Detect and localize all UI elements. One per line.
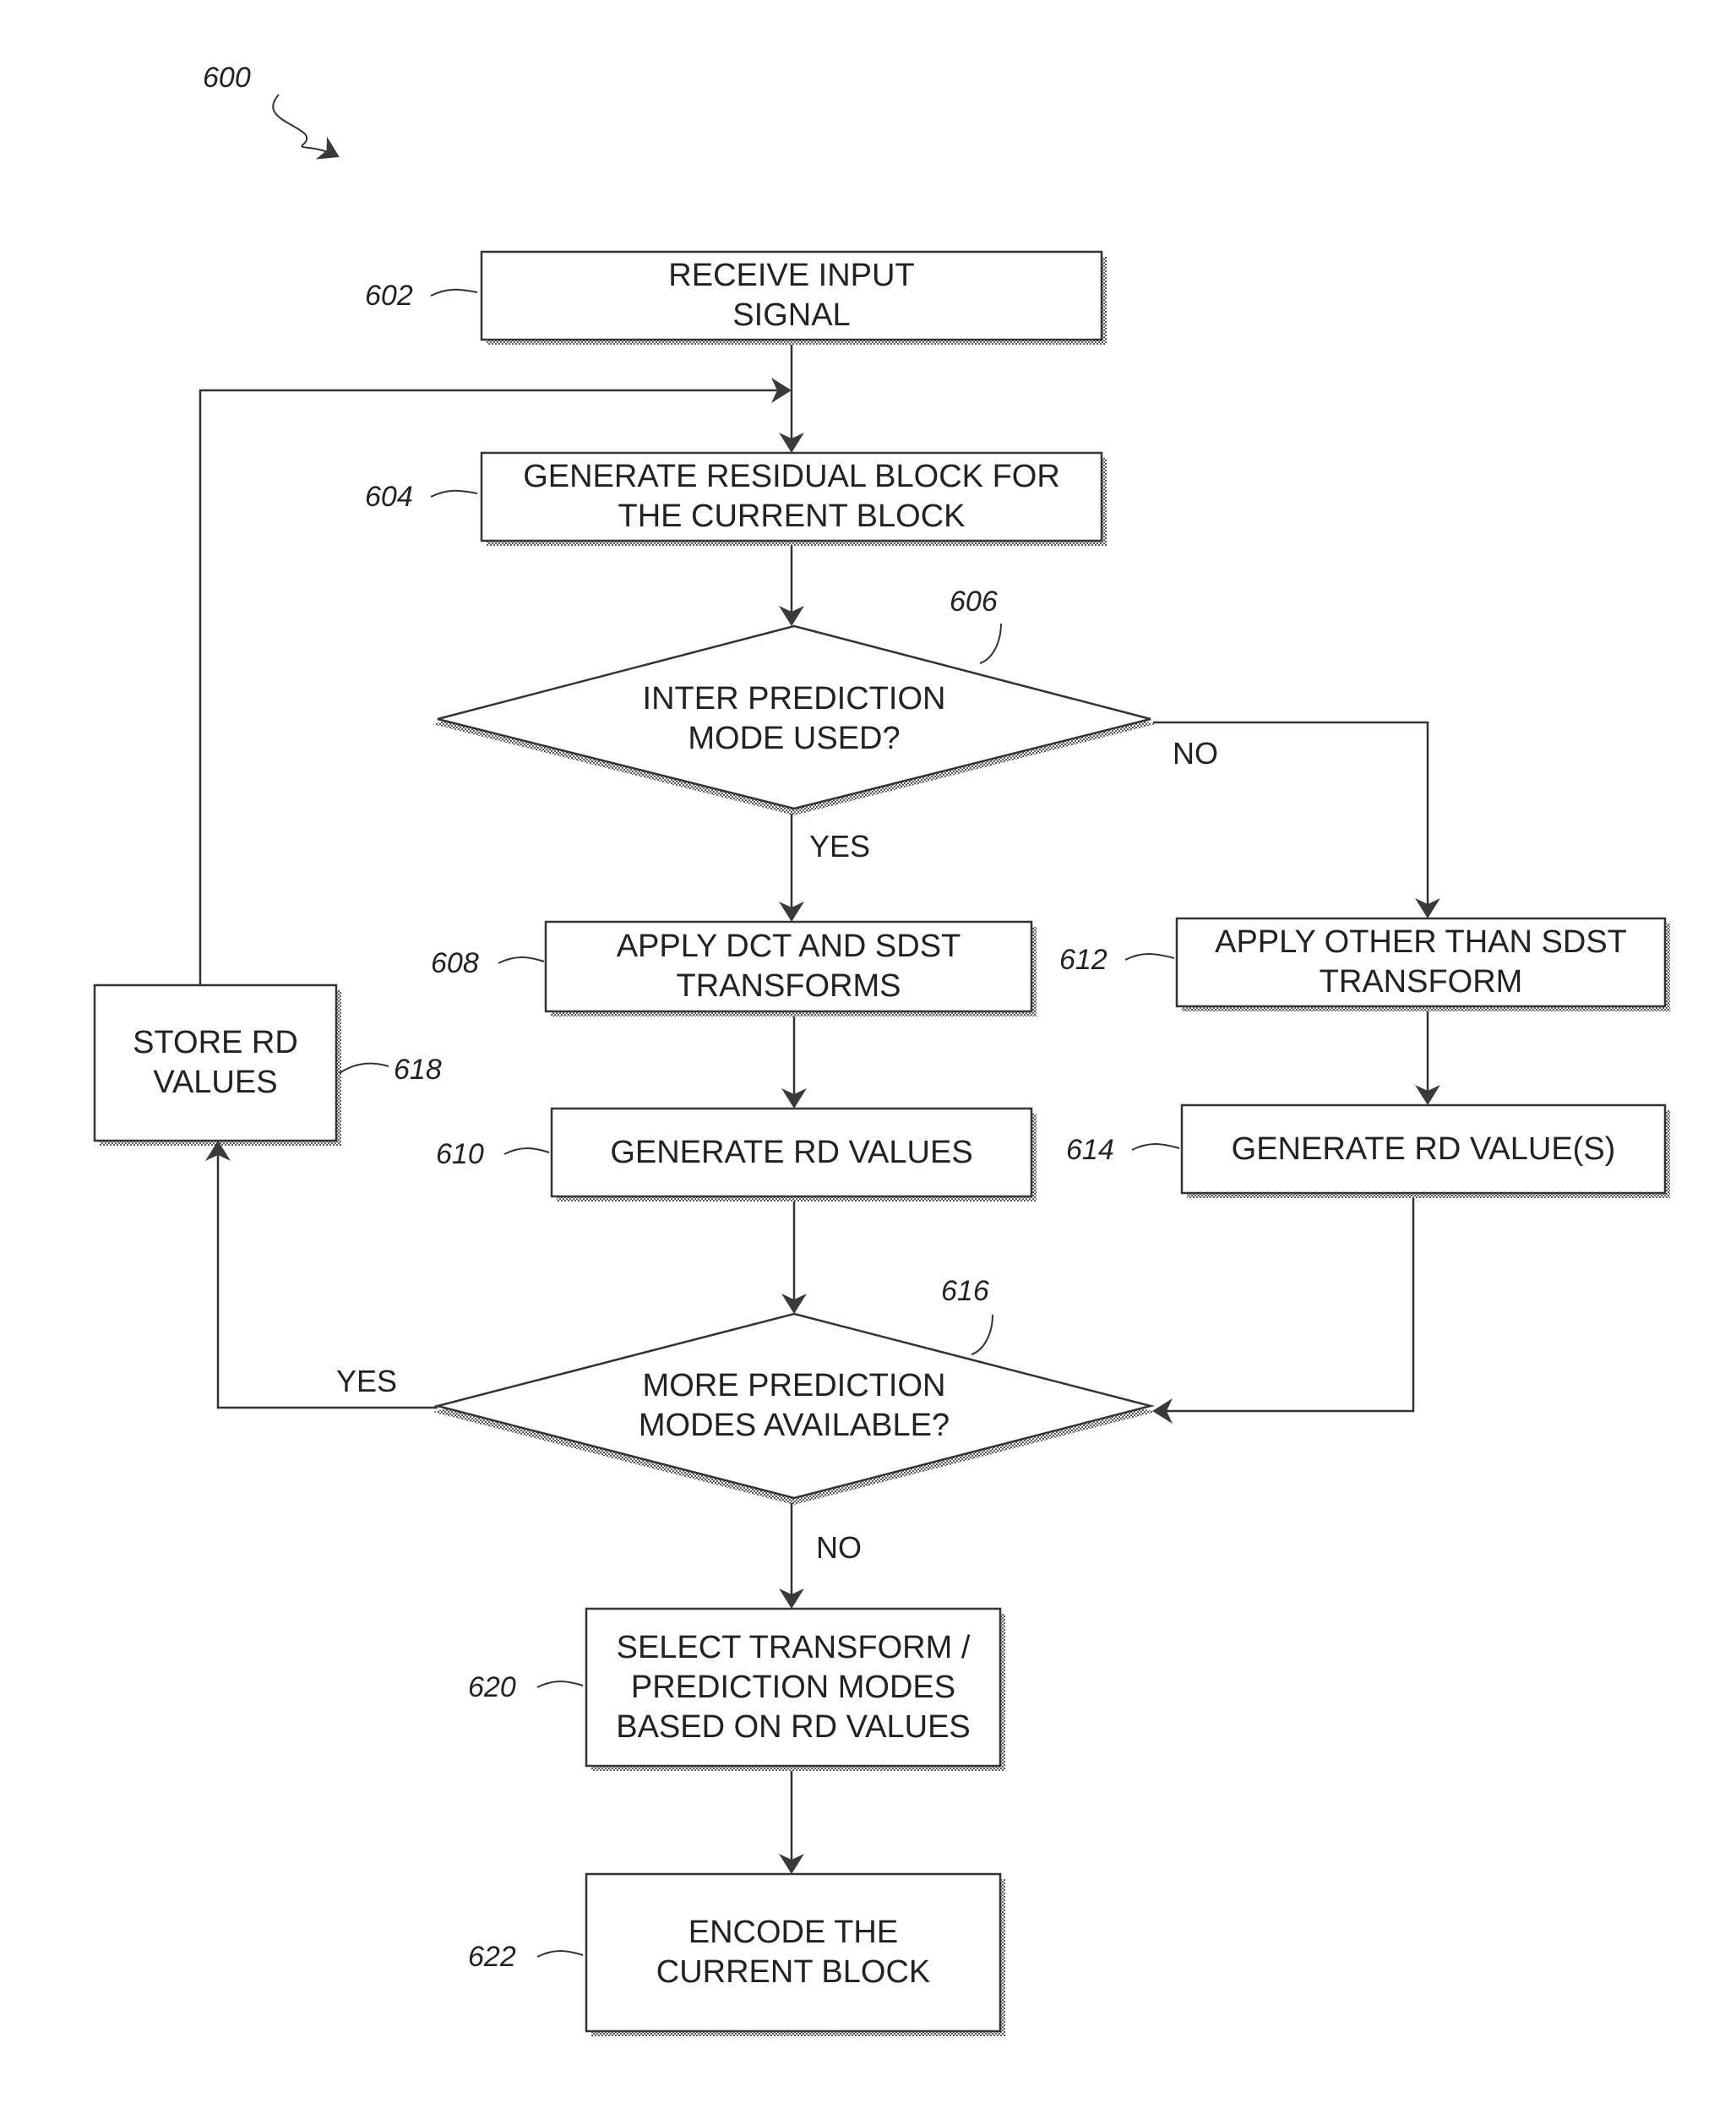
node-620-line-1: SELECT TRANSFORM / (617, 1628, 971, 1668)
arrow-616-yes-to-618 (218, 1142, 438, 1408)
node-612-line-2: TRANSFORM (1320, 962, 1523, 1002)
branch-616-no: NO (816, 1531, 862, 1565)
node-608-line-1: APPLY DCT AND SDST (617, 927, 961, 967)
node-606-label: INTER PREDICTION MODE USED? (541, 672, 1048, 766)
leader-604 (431, 491, 477, 497)
figure-number: 600 (203, 61, 251, 95)
node-608-line-2: TRANSFORMS (677, 967, 901, 1006)
node-620-line-3: BASED ON RD VALUES (616, 1708, 971, 1747)
ref-606: 606 (950, 585, 998, 618)
branch-606-yes: YES (809, 830, 870, 864)
leader-608 (498, 957, 544, 963)
node-622-line-2: CURRENT BLOCK (656, 1953, 930, 1992)
node-616-line-1: MORE PREDICTION (643, 1366, 946, 1406)
ref-618: 618 (394, 1053, 442, 1087)
node-604-line-1: GENERATE RESIDUAL BLOCK FOR (523, 457, 1060, 497)
node-618-line-1: STORE RD (133, 1023, 298, 1063)
ref-608: 608 (431, 946, 479, 980)
ref-604: 604 (365, 480, 413, 514)
node-612-line-1: APPLY OTHER THAN SDST (1215, 923, 1627, 962)
node-620-line-2: PREDICTION MODES (631, 1668, 955, 1708)
leader-612 (1125, 954, 1174, 960)
node-616-line-2: MODES AVAILABLE? (639, 1406, 950, 1446)
leader-600 (273, 95, 338, 156)
branch-616-yes: YES (336, 1365, 397, 1398)
node-604-line-2: THE CURRENT BLOCK (618, 497, 965, 537)
node-622-line-1: ENCODE THE (688, 1913, 898, 1953)
node-606-line-2: MODE USED? (688, 719, 900, 759)
leader-614 (1132, 1144, 1179, 1150)
leader-606 (980, 624, 1001, 663)
ref-622: 622 (468, 1940, 516, 1974)
node-618-label: STORE RD VALUES (95, 985, 336, 1141)
node-618-line-2: VALUES (153, 1063, 277, 1103)
node-602-label: RECEIVE INPUT SIGNAL (482, 252, 1102, 340)
node-620-label: SELECT TRANSFORM / PREDICTION MODES BASE… (586, 1609, 1000, 1766)
node-608-label: APPLY DCT AND SDST TRANSFORMS (546, 922, 1031, 1011)
node-610-label: GENERATE RD VALUES (552, 1109, 1031, 1196)
branch-606-no: NO (1173, 737, 1218, 771)
leader-616 (971, 1315, 993, 1354)
node-604-label: GENERATE RESIDUAL BLOCK FOR THE CURRENT … (482, 453, 1102, 541)
node-606-line-1: INTER PREDICTION (643, 679, 946, 719)
node-616-label: MORE PREDICTION MODES AVAILABLE? (541, 1359, 1048, 1453)
leader-610 (504, 1148, 549, 1154)
node-622-label: ENCODE THE CURRENT BLOCK (586, 1874, 1000, 2031)
leader-602 (431, 290, 477, 296)
node-614-line-1: GENERATE RD VALUE(S) (1232, 1130, 1616, 1169)
node-610-line-1: GENERATE RD VALUES (610, 1133, 972, 1173)
node-602-line-1: RECEIVE INPUT (668, 256, 914, 296)
node-602-line-2: SIGNAL (732, 296, 850, 335)
arrow-614-to-616 (1154, 1198, 1413, 1411)
leader-620 (537, 1681, 583, 1687)
ref-612: 612 (1059, 943, 1107, 977)
leader-622 (537, 1951, 583, 1957)
ref-620: 620 (468, 1670, 516, 1704)
ref-616: 616 (941, 1274, 989, 1308)
leader-618 (340, 1064, 389, 1073)
ref-602: 602 (365, 279, 413, 313)
ref-610: 610 (436, 1137, 484, 1171)
node-612-label: APPLY OTHER THAN SDST TRANSFORM (1177, 918, 1665, 1006)
ref-614: 614 (1066, 1133, 1114, 1167)
node-614-label: GENERATE RD VALUE(S) (1182, 1105, 1665, 1193)
